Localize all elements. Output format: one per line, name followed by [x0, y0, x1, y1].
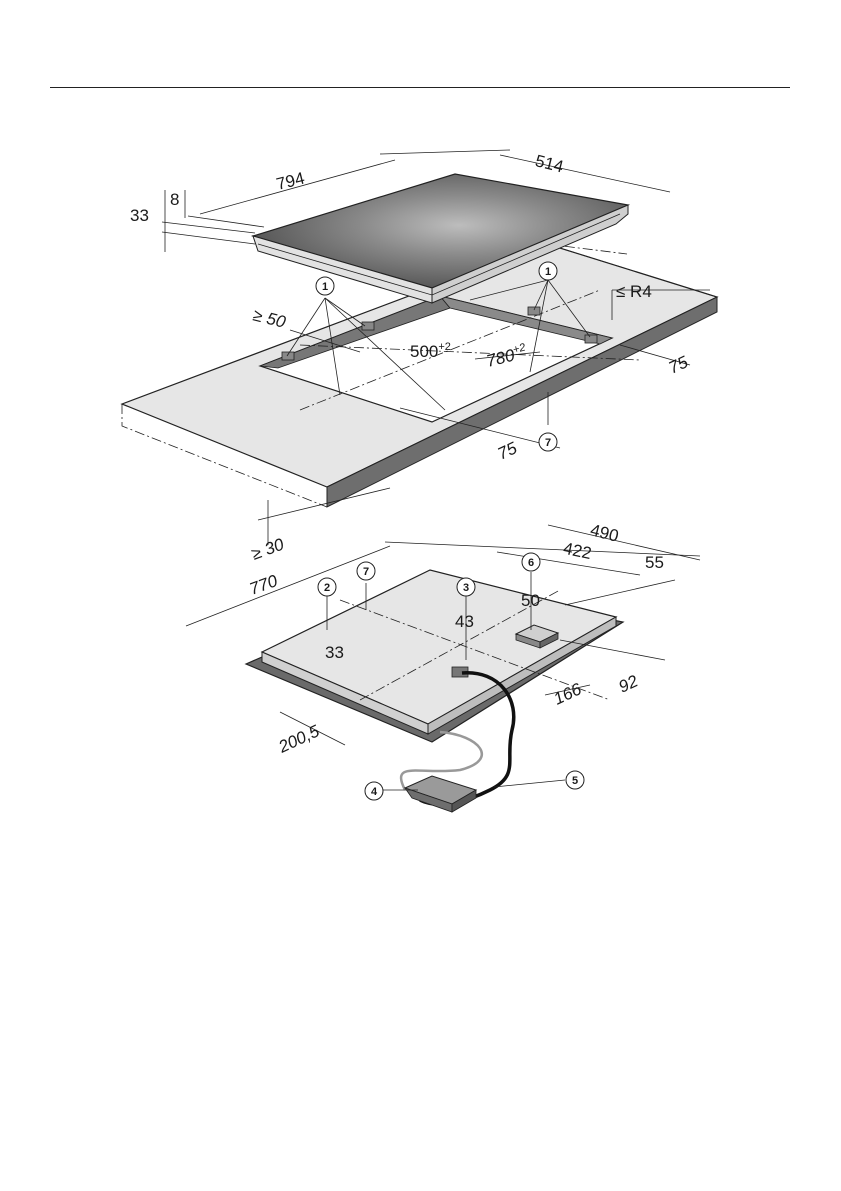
- svg-text:7: 7: [545, 437, 551, 449]
- callout-7-top: 7: [539, 433, 557, 451]
- callout-6: 6: [522, 553, 540, 571]
- dim-glass-thickness: 8: [170, 190, 179, 209]
- dim-hob-depth: 514: [533, 151, 565, 176]
- dim-base-depth: 490: [588, 520, 620, 545]
- dim-base-width: 770: [247, 571, 281, 599]
- dim-height-at-2: 33: [325, 643, 344, 662]
- dim-connection-offset: 200,5: [275, 721, 323, 757]
- dim-clearance-front: 75: [495, 438, 521, 463]
- dim-height-at-3: 43: [455, 612, 474, 631]
- callout-1-left: 1: [316, 277, 334, 295]
- svg-text:3: 3: [463, 582, 469, 594]
- dim-box-offset-166: 166: [551, 679, 585, 708]
- dim-height-at-6: 50: [521, 591, 540, 610]
- svg-text:1: 1: [545, 266, 551, 278]
- svg-text:7: 7: [363, 566, 369, 578]
- svg-text:2: 2: [324, 582, 330, 594]
- dim-box-edge-offset: 55: [645, 553, 664, 572]
- callout-5: 5: [566, 771, 584, 789]
- callout-2: 2: [318, 578, 336, 596]
- svg-text:4: 4: [371, 786, 378, 798]
- hob-base: [246, 570, 623, 742]
- callout-3: 3: [457, 578, 475, 596]
- dim-clearance-right: 75: [666, 352, 692, 377]
- callout-7-bottom: 7: [357, 562, 375, 580]
- svg-text:1: 1: [322, 281, 328, 293]
- power-unit: [405, 776, 476, 812]
- dim-worktop-min-thickness: ≥ 30: [249, 534, 287, 563]
- dim-box-offset-92: 92: [616, 671, 642, 696]
- callout-4: 4: [365, 782, 383, 800]
- callout-1-right: 1: [539, 262, 557, 280]
- svg-text:6: 6: [528, 557, 534, 569]
- dim-hob-width: 794: [274, 169, 306, 194]
- dim-min-wall-clearance: ≥ 50: [251, 305, 288, 332]
- dim-base-to-box: 422: [562, 539, 594, 563]
- svg-text:5: 5: [572, 775, 578, 787]
- dim-hob-height: 33: [130, 206, 149, 225]
- dim-max-corner-radius: ≤ R4: [616, 282, 652, 301]
